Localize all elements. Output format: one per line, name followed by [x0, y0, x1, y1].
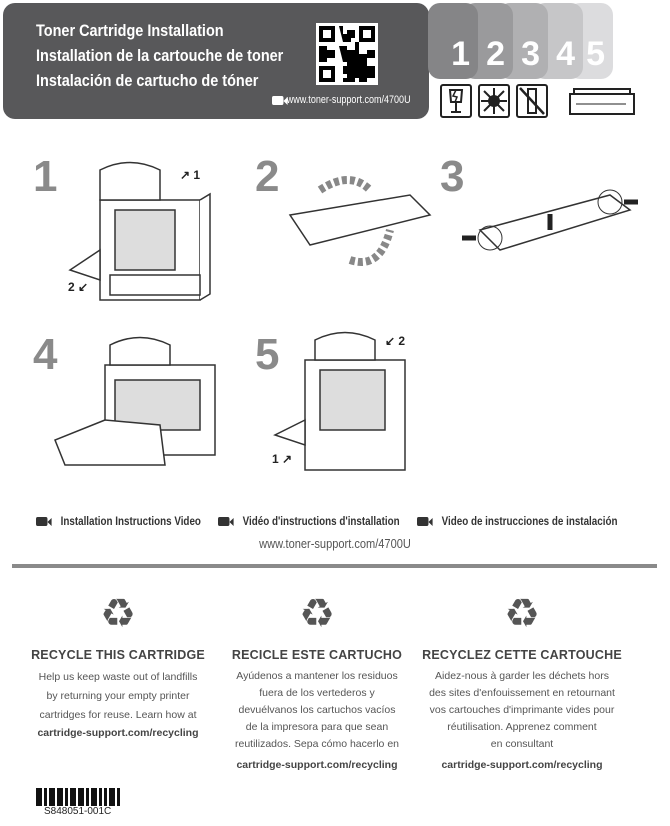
recycle-text: réutilisation. Apprenez comment — [447, 721, 597, 733]
qr-code[interactable] — [316, 23, 378, 86]
video-url[interactable]: www.toner-support.com/4700U — [259, 536, 411, 551]
recycle-text: Aidez-nous à garder les déchets hors — [435, 670, 609, 682]
divider — [12, 564, 657, 568]
recycle-text: by returning your empty printer — [46, 690, 190, 702]
header-video-link[interactable]: www.toner-support.com/4700U — [272, 94, 411, 106]
video-link-es[interactable]: Video de instrucciones de instalación — [417, 514, 618, 528]
printer-open-illustration — [68, 161, 211, 301]
part-number: S848051-001C — [44, 806, 112, 817]
recycle-text: devuélvanos los cartuchos vacíos — [238, 704, 396, 716]
recycle-es: ♻ RECICLE ESTE CARTUCHO Ayúdenos a mante… — [207, 592, 427, 771]
video-camera-icon — [417, 517, 433, 527]
recycle-link[interactable]: cartridge-support.com/recycling — [236, 759, 398, 771]
video-camera-icon — [272, 95, 288, 105]
step-tab-1: 1 — [428, 3, 478, 79]
do-not-stand-upright-icon — [516, 84, 548, 118]
recycle-heading: RECYCLE THIS CARTRIDGE — [31, 648, 205, 662]
recycle-text: des sites d'enfouissement en retournant — [429, 687, 615, 699]
recycle-text: Help us keep waste out of landfills — [38, 671, 198, 683]
step-number-1: 1 — [33, 152, 58, 201]
remove-tape-illustration — [462, 189, 638, 251]
recycle-link[interactable]: cartridge-support.com/recycling — [441, 759, 603, 771]
insert-cartridge-illustration — [54, 336, 216, 466]
recycle-icon: ♻ — [299, 592, 335, 636]
recycle-icon: ♻ — [100, 592, 136, 636]
recycle-link[interactable]: cartridge-support.com/recycling — [37, 727, 199, 739]
title-en: Toner Cartridge Installation — [36, 21, 224, 40]
video-camera-icon — [36, 517, 52, 527]
video-camera-icon — [218, 517, 234, 527]
step-number-3: 3 — [440, 152, 465, 201]
recycle-text: Ayúdenos a mantener los residuos — [236, 670, 398, 682]
step-number-5: 5 — [255, 330, 280, 379]
recycle-fr: ♻ RECYCLEZ CETTE CARTOUCHE Aidez-nous à … — [412, 592, 632, 771]
step5-arrow-label-1: 1 ↗ — [272, 452, 293, 466]
shake-cartridge-illustration — [288, 176, 432, 266]
step1-arrow-label-2: 2 ↙ — [68, 280, 89, 294]
title-es: Instalación de cartucho de tóner — [36, 71, 259, 90]
cartridge-icon — [566, 86, 638, 118]
recycle-text: de la impresora para que sean — [245, 721, 389, 733]
video-link-fr[interactable]: Vidéo d'instructions d'installation — [218, 514, 400, 528]
recycle-heading: RECYCLEZ CETTE CARTOUCHE — [422, 648, 622, 662]
step5-arrow-label-2: ↙ 2 — [385, 334, 406, 348]
close-printer-illustration — [273, 331, 406, 471]
step-number-4: 4 — [33, 330, 58, 379]
video-link-en[interactable]: Installation Instructions Video — [36, 514, 201, 528]
barcode — [36, 788, 120, 806]
step-number-2: 2 — [255, 152, 280, 201]
fragile-icon — [440, 84, 472, 118]
step1-arrow-label-1: ↗ 1 — [180, 168, 201, 182]
recycle-icon: ♻ — [504, 592, 540, 636]
recycle-text: reutilizados. Sepa cómo hacerlo en — [234, 738, 399, 750]
recycle-text: vos cartouches d'imprimante vides pour — [429, 704, 615, 716]
recycle-en: ♻ RECYCLE THIS CARTRIDGE Help us keep wa… — [8, 592, 228, 739]
recycle-text: cartridges for reuse. Learn how at — [39, 709, 197, 721]
recycle-text: en consultant — [490, 738, 554, 750]
recycle-heading: RECICLE ESTE CARTUCHO — [231, 648, 403, 662]
no-light-icon — [478, 84, 510, 118]
title-fr: Installation de la cartouche de toner — [36, 46, 284, 65]
recycle-text: fuera de los vertederos y — [259, 687, 375, 699]
